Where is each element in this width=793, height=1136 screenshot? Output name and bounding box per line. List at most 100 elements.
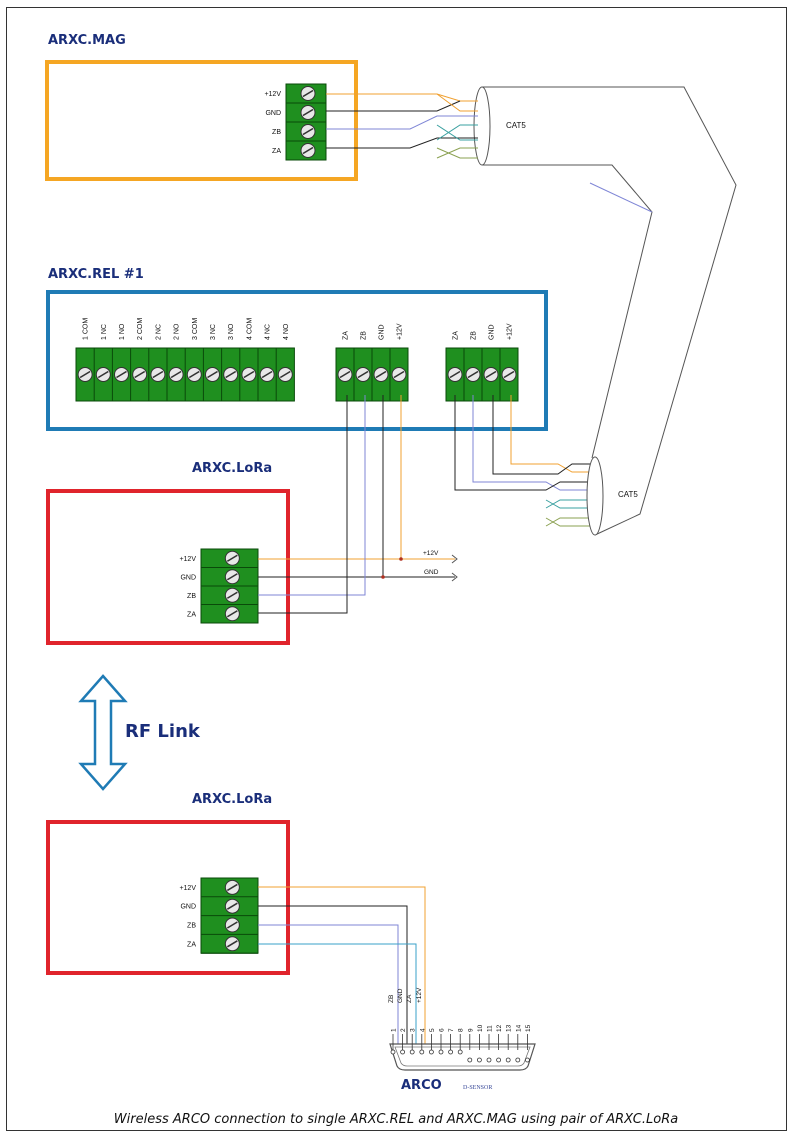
terminal-label: ZB (471, 331, 478, 340)
arco-pin-number: 6 (439, 1028, 446, 1032)
lora2-title: ARXC.LoRa (192, 792, 272, 807)
arco-pin-hole (525, 1057, 530, 1063)
arco-pin-hole (457, 1049, 463, 1055)
rf-link-arrow (78, 674, 128, 791)
lora1-module-box (46, 489, 290, 645)
arco-pin-number: 9 (467, 1028, 474, 1032)
mag-title: ARXC.MAG (48, 33, 126, 48)
terminal-label: 2 NO (174, 323, 181, 340)
rel-module-box (46, 290, 548, 431)
terminal-label: 4 NO (283, 323, 290, 340)
terminal-label: 1 NC (101, 324, 108, 340)
lora1-title: ARXC.LoRa (192, 461, 272, 476)
terminal-label: ZA (272, 148, 281, 155)
arco-pin-number: 1 (391, 1028, 398, 1032)
arco-pin-hole (400, 1049, 406, 1055)
cat5-bottom-cable (586, 456, 604, 536)
arco-pin-hole (505, 1057, 511, 1063)
terminal-label: 2 NC (155, 324, 162, 340)
lora1-wires (258, 395, 458, 614)
terminal-label: ZB (361, 331, 368, 340)
arco-wire-label: +12V (416, 987, 423, 1003)
arco-subtitle: D-SENSOR (463, 1085, 492, 1091)
cat5-top-cable (473, 86, 737, 536)
cat5-top-label: CAT5 (506, 121, 526, 130)
arco-pin-hole (438, 1049, 444, 1055)
terminal-label: GND (180, 904, 196, 911)
arco-pin-hole (467, 1057, 473, 1063)
arco-pin-number: 15 (525, 1024, 532, 1032)
terminal-label: +12V (179, 885, 196, 892)
terminal-label: 3 NO (228, 323, 235, 340)
arco-pin-number: 4 (419, 1028, 426, 1032)
arco-pin-holes (390, 1034, 530, 1063)
mag-module-box (45, 60, 358, 181)
terminal-label: ZA (453, 331, 460, 340)
lora1-terminal-block: +12V GND ZB ZA (179, 548, 259, 624)
terminal-label: 2 COM (137, 318, 144, 340)
mag-terminal-block: +12V GND ZB ZA (264, 83, 327, 161)
arco-pin-hole (419, 1049, 425, 1055)
arco-pin-number: 11 (487, 1025, 494, 1032)
arco-pin-number: 3 (410, 1028, 417, 1032)
arco-pin-hole (476, 1057, 482, 1063)
arco-pin-number: 5 (429, 1028, 436, 1032)
terminal-label: ZB (187, 593, 196, 600)
terminal-label: +12V (264, 91, 281, 98)
arco-pin-hole (428, 1049, 434, 1055)
terminal-label: GND (265, 110, 281, 117)
terminal-label: +12V (179, 556, 196, 563)
arco-pin-number: 12 (496, 1024, 503, 1032)
terminal-label: ZA (343, 331, 350, 340)
terminal-label: GND (180, 574, 196, 581)
rel-bus-terminal-block-b: ZA ZB GND +12V (445, 323, 519, 402)
terminal-label: 4 NC (265, 324, 272, 340)
arco-pin-number: 10 (477, 1024, 484, 1032)
arco-title: ARCO (401, 1078, 442, 1093)
terminal-label: ZB (187, 923, 196, 930)
terminal-label: 3 NC (210, 324, 217, 340)
arco-pin-number: 2 (400, 1028, 407, 1032)
arco-pin-hole (390, 1049, 396, 1055)
rel-relay-terminal-block: 1 COM 1 NC 1 NO 2 COM 2 NC 2 NO 3 COM 3 NC 3 NO 4… (75, 318, 295, 402)
diagram-caption: Wireless ARCO connection to single ARXC.… (114, 1112, 678, 1127)
rel-title: ARXC.REL #1 (48, 267, 144, 282)
arco-pin-hole (409, 1049, 415, 1055)
arco-pin-hole (496, 1057, 502, 1063)
rel-bus-b-wires (454, 395, 590, 527)
terminal-label: ZA (187, 611, 196, 618)
arco-pin-number: 14 (515, 1024, 522, 1032)
diagram-frame (6, 7, 787, 1131)
arco-pin-number: 7 (448, 1028, 455, 1032)
terminal-label: 4 COM (246, 318, 253, 340)
terminal-label: 1 COM (83, 318, 90, 340)
arco-pin-hole (448, 1049, 454, 1055)
mag-wires (326, 93, 478, 159)
arco-pin-hole (515, 1057, 521, 1063)
arco-dsub-connector (389, 1043, 536, 1071)
terminal-label: +12V (397, 323, 404, 340)
lora2-wires (258, 886, 426, 1048)
power-plus12v-label: +12V (423, 550, 439, 557)
arco-wire-label: GND (397, 988, 404, 1003)
arco-pin-hole (486, 1057, 492, 1063)
arco-wire-label: ZA (406, 994, 413, 1003)
terminal-label: 1 NO (119, 323, 126, 340)
arco-pin-number: 13 (506, 1024, 513, 1032)
terminal-label: 3 COM (192, 318, 199, 340)
lora2-module-box (46, 820, 290, 975)
arco-wire-label: ZB (388, 995, 395, 1003)
terminal-label: GND (379, 324, 386, 340)
arco-pin-number: 8 (458, 1028, 465, 1032)
terminal-label: +12V (507, 323, 514, 340)
rf-link-label: RF Link (125, 721, 201, 742)
terminal-label: GND (489, 324, 496, 340)
power-gnd-label: GND (424, 569, 439, 576)
terminal-label: ZB (272, 129, 281, 136)
rel-bus-terminal-block-a: ZA ZB GND +12V (335, 323, 409, 402)
cat5-bottom-label: CAT5 (618, 490, 638, 499)
